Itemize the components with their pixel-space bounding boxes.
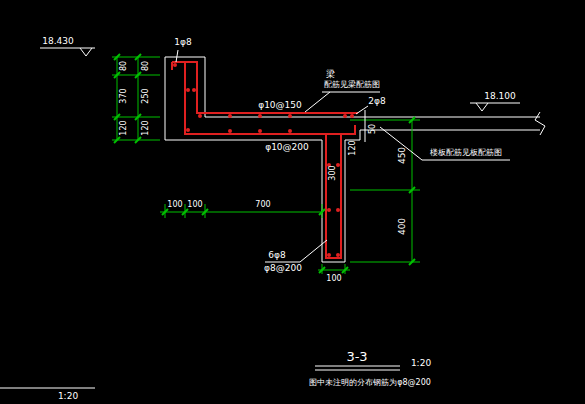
dimension-label: 配筋见梁配筋图 xyxy=(324,81,380,89)
note-caption: 图中未注明的分布钢筋为φ8@200 xyxy=(309,379,431,387)
dimension-label: 100 xyxy=(187,201,202,209)
dimension-label: 1φ8 xyxy=(174,38,191,47)
dimension-label: 370 xyxy=(120,88,128,103)
dimension-label: φ8@200 xyxy=(264,264,302,273)
dimension-label: 450 xyxy=(399,146,408,163)
dimension-label: 100 xyxy=(326,275,341,283)
dimension-tick xyxy=(114,54,415,273)
section-title: 3-3 xyxy=(346,350,367,363)
dimension-label: 80 xyxy=(120,61,128,71)
dimension-label: 400 xyxy=(399,217,408,234)
dimension-label: 300 xyxy=(329,165,337,180)
dimension-label: 梁 xyxy=(326,70,335,79)
concrete-outline xyxy=(165,57,545,262)
dimension-label: 120 xyxy=(349,140,357,155)
dimension-label: 1:20 xyxy=(58,392,78,401)
dimension-label: 楼板配筋见板配筋图 xyxy=(430,149,502,157)
dimension-label: 250 xyxy=(142,88,150,103)
leader-line xyxy=(0,50,510,388)
rebar xyxy=(172,62,358,258)
dimension-label: 18.100 xyxy=(484,92,516,101)
dimension-label: 18.430 xyxy=(42,37,74,46)
dimension-label: φ10@150 xyxy=(258,101,302,110)
dimension-label: 120 xyxy=(120,120,128,135)
dimension-label: 80 xyxy=(142,61,150,71)
dimension-label: 6φ8 xyxy=(268,251,285,260)
dimension-line xyxy=(112,57,420,274)
dimension-label: 700 xyxy=(255,201,270,209)
dimension-label: 1:20 xyxy=(411,359,431,368)
dimension-label: 2φ8 xyxy=(368,97,385,106)
dimension-label: φ10@200 xyxy=(265,143,309,152)
elevation-mark xyxy=(40,48,520,111)
dimension-label: 100 xyxy=(167,201,182,209)
dimension-label: 50 xyxy=(369,124,377,134)
dimension-label: 120 xyxy=(142,120,150,135)
